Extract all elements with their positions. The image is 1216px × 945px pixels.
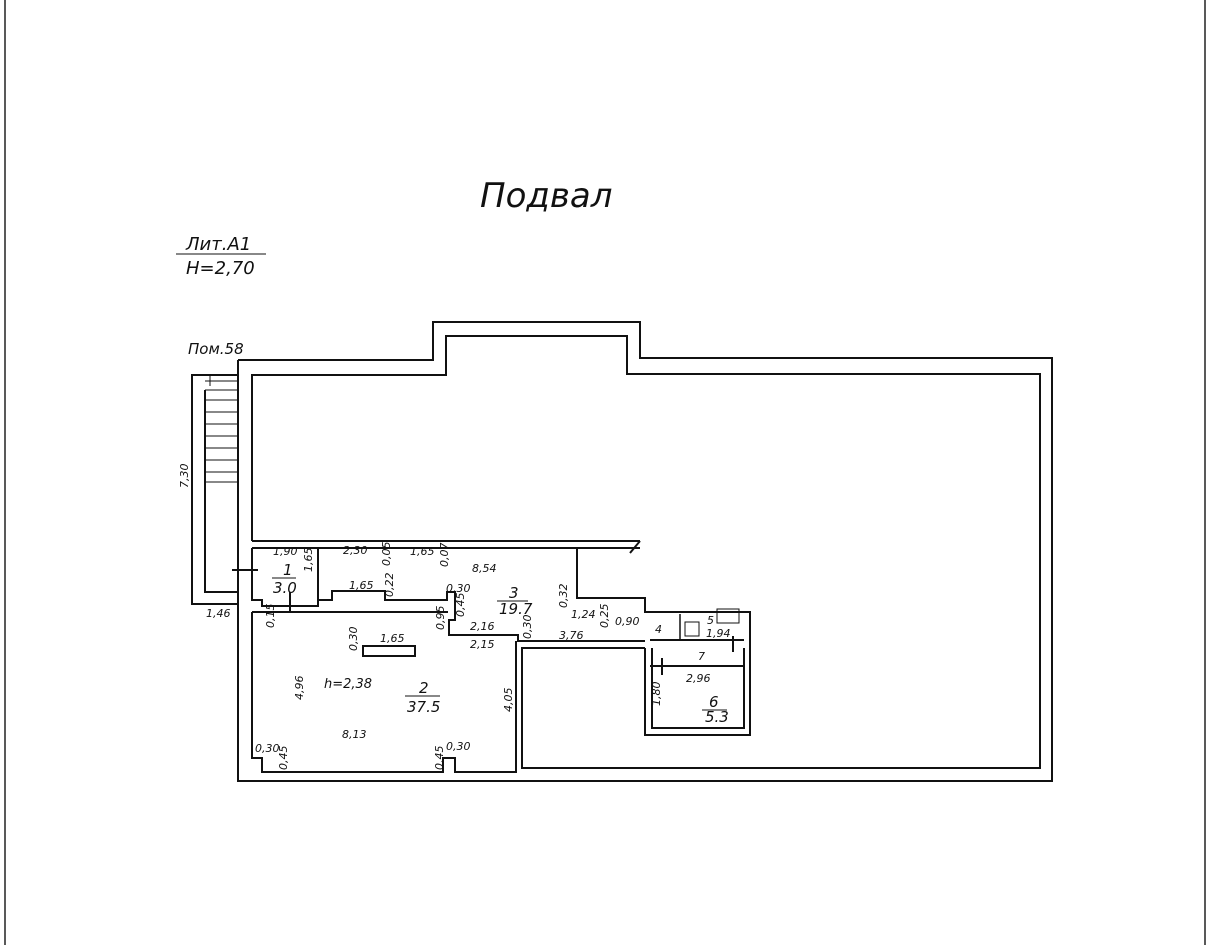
svg-text:2,15: 2,15: [470, 638, 495, 651]
column: [362, 645, 416, 657]
svg-text:2,96: 2,96: [686, 672, 711, 685]
svg-text:0,95: 0,95: [434, 606, 447, 631]
dimensions: 7,30 1,46 1,90 1,65 2,30 0,05 1,65 0,07 …: [178, 464, 731, 771]
room-2-area: 37.5: [407, 698, 440, 716]
room-1-number: 1: [283, 561, 293, 579]
svg-text:1,65: 1,65: [302, 548, 315, 573]
svg-text:1,65: 1,65: [349, 579, 374, 592]
sink-icon: [716, 608, 740, 624]
svg-text:0,30: 0,30: [446, 740, 471, 753]
room-3-wall: [317, 548, 645, 642]
svg-text:4,05: 4,05: [502, 688, 515, 713]
svg-text:2,30: 2,30: [343, 544, 368, 557]
svg-text:0,15: 0,15: [264, 604, 277, 629]
svg-text:0,22: 0,22: [383, 573, 396, 598]
svg-text:0,30: 0,30: [255, 742, 280, 755]
svg-text:2,16: 2,16: [470, 620, 495, 633]
svg-text:0,30: 0,30: [347, 627, 360, 652]
svg-text:0,45: 0,45: [454, 593, 467, 618]
svg-text:0,05: 0,05: [380, 542, 393, 567]
room-1-area: 3.0: [273, 579, 297, 597]
outer-wall: [237, 321, 1053, 782]
svg-text:0,30: 0,30: [446, 582, 471, 595]
room-3-number: 3: [509, 584, 519, 602]
room-4-number: 4: [655, 623, 662, 636]
svg-text:0,45: 0,45: [277, 746, 290, 771]
room-6-wall: [651, 648, 745, 729]
svg-text:1,65: 1,65: [410, 545, 435, 558]
room-3-area: 19.7: [499, 600, 533, 618]
lit-label: Лит.А1: [185, 234, 251, 255]
room-5-number: 5: [707, 614, 714, 627]
plan-title: Подвал: [480, 176, 612, 216]
svg-text:0,30: 0,30: [521, 615, 534, 640]
svg-text:1,65: 1,65: [380, 632, 405, 645]
height-label: H=2,70: [186, 258, 255, 279]
svg-text:8,54: 8,54: [472, 562, 497, 575]
room-2-wall: [251, 612, 517, 773]
svg-text:0,25: 0,25: [598, 604, 611, 629]
svg-text:8,13: 8,13: [342, 728, 367, 741]
svg-text:1,24: 1,24: [571, 608, 596, 621]
svg-text:7,30: 7,30: [178, 464, 191, 489]
svg-text:1,94: 1,94: [706, 627, 731, 640]
svg-text:3,76: 3,76: [559, 629, 584, 642]
toilet-icon: [684, 621, 700, 637]
svg-text:0,45: 0,45: [433, 746, 446, 771]
svg-text:1,80: 1,80: [650, 682, 663, 707]
svg-text:1,46: 1,46: [206, 607, 231, 620]
room-7-number: 7: [698, 650, 705, 663]
svg-text:1,90: 1,90: [273, 545, 298, 558]
svg-text:0,90: 0,90: [615, 615, 640, 628]
room-6-number: 6: [709, 693, 719, 711]
room-3-wall: [576, 548, 751, 736]
svg-text:4,96: 4,96: [293, 676, 306, 701]
room-6-area: 5.3: [705, 708, 729, 726]
inner-wall-top: [251, 335, 1041, 769]
staircase: [191, 374, 238, 605]
room-2-number: 2: [419, 679, 429, 697]
svg-text:0,32: 0,32: [557, 584, 570, 609]
room-2-height: h=2,38: [324, 677, 372, 692]
neighbor-label: Пом.58: [188, 340, 244, 358]
svg-text:0,07: 0,07: [438, 543, 451, 568]
